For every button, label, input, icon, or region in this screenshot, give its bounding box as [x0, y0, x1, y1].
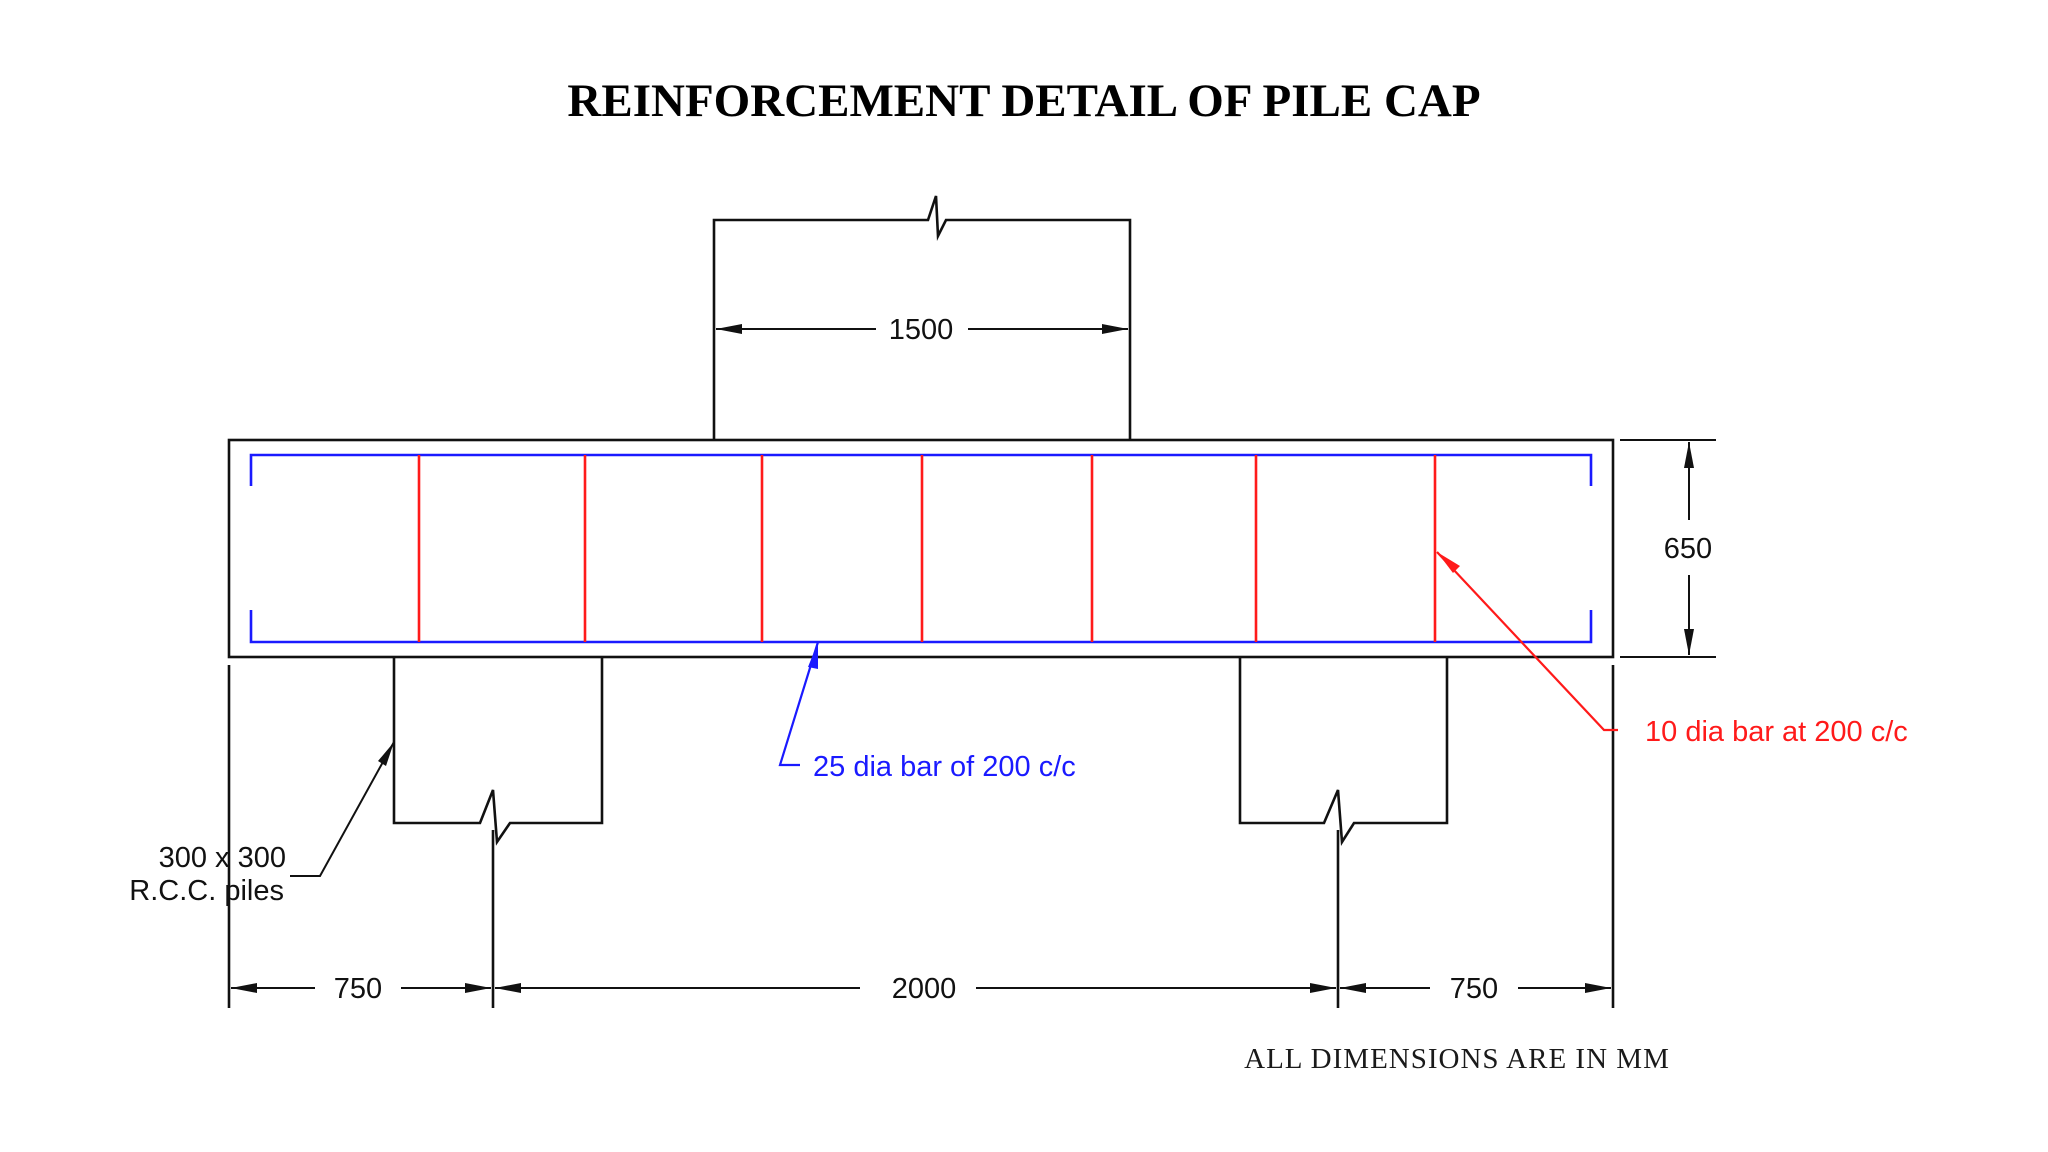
main-bar-callout: 25 dia bar of 200 c/c [778, 641, 1076, 783]
column-width-dimension: 1500 [713, 310, 1131, 346]
edge-right-label: 750 [1450, 973, 1498, 1005]
bottom-dimensions: 750 2000 750 [231, 973, 1611, 1005]
left-pile [227, 657, 604, 1008]
pile-label-line1: 300 x 300 [159, 842, 286, 874]
pile-callout: 300 x 300 R.C.C. piles [129, 741, 395, 907]
stirrups [417, 455, 1437, 642]
main-bar-label: 25 dia bar of 200 c/c [813, 751, 1076, 783]
pile-label-line2: R.C.C. piles [129, 875, 284, 907]
stirrup-callout: 10 dia bar at 200 c/c [1436, 551, 1908, 748]
pile-spacing-label: 2000 [892, 973, 957, 1005]
right-pile [1238, 657, 1615, 1008]
cap-depth-label: 650 [1664, 533, 1712, 565]
column-width-label: 1500 [889, 314, 954, 346]
pile-cap [227, 438, 1615, 659]
stirrup-label: 10 dia bar at 200 c/c [1645, 716, 1908, 748]
dimensions-note: ALL DIMENSIONS ARE IN MM [1244, 1043, 1670, 1075]
cap-depth-dimension: 650 [1620, 439, 1716, 658]
drawing-title: REINFORCEMENT DETAIL OF PILE CAP [567, 75, 1480, 127]
column [712, 195, 1132, 440]
edge-left-label: 750 [334, 973, 382, 1005]
